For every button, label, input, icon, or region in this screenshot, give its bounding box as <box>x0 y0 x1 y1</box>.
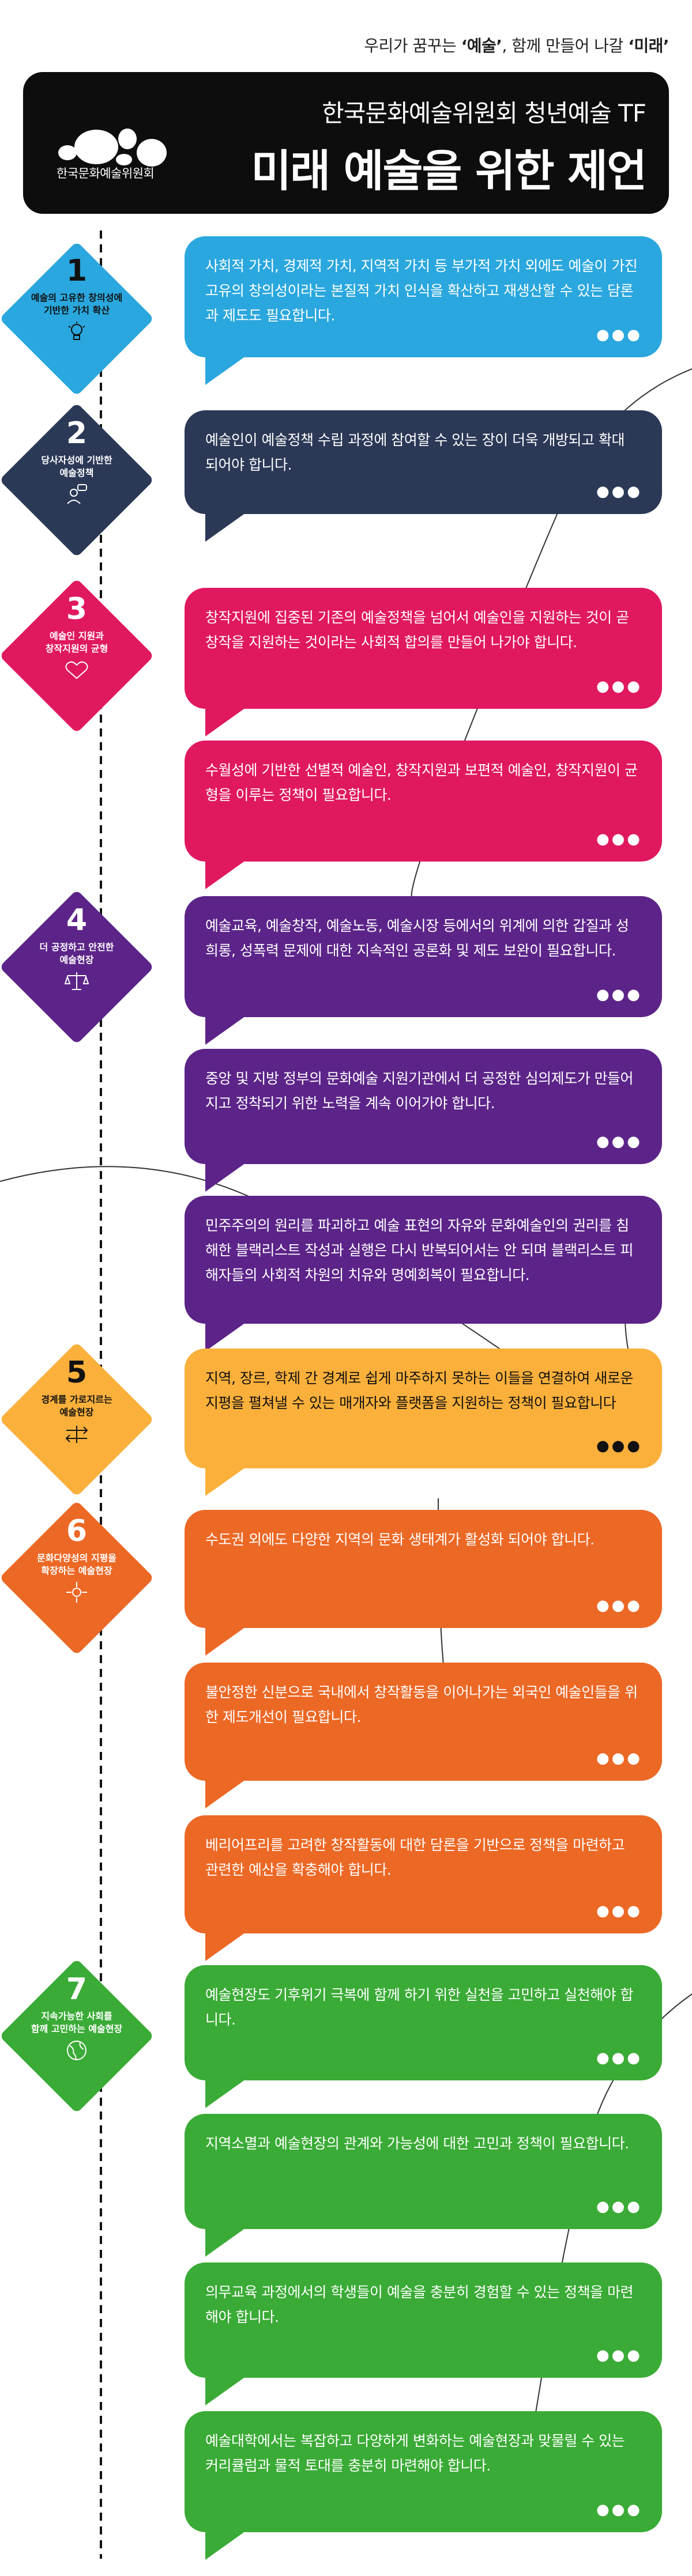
proposal-text: 사회적 가치, 경제적 가치, 지역적 가치 등 부가적 가치 외에도 예술이 … <box>205 258 638 324</box>
more-dots-icon: ●●● <box>596 2347 642 2364</box>
handshake-heart-icon <box>5 659 149 687</box>
proposal-text: 창작지원에 집중된 기존의 예술정책을 넘어서 예술인을 지원하는 것이 곧 창… <box>205 609 629 651</box>
bubble-tail <box>205 356 246 385</box>
bubble-tail <box>205 2079 246 2108</box>
scale-icon <box>5 970 149 998</box>
page-title: 미래 예술을 위한 제언 <box>251 145 647 197</box>
more-dots-icon: ●●● <box>596 1902 642 1920</box>
bubble-tail <box>205 1323 246 1351</box>
proposal-bubble: 지역소멸과 예술현장의 관계와 가능성에 대한 고민과 정책이 필요합니다. ●… <box>185 2114 662 2257</box>
proposal-bubble: 지역, 장르, 학제 간 경계로 쉽게 마주하지 못하는 이들을 연결하여 새로… <box>185 1349 662 1496</box>
proposal-text: 민주주의의 원리를 파괴하고 예술 표현의 자유와 문화예술인의 권리를 침해한… <box>205 1217 634 1283</box>
more-dots-icon: ●●● <box>596 2049 642 2067</box>
section-number: 6 <box>66 1514 88 1548</box>
bubble-tail <box>205 1016 246 1045</box>
diversity-hands-icon <box>5 1581 149 1609</box>
more-dots-icon: ●●● <box>596 326 642 343</box>
proposal-text: 예술교육, 예술창작, 예술노동, 예술시장 등에서의 위계에 의한 갑질과 성… <box>205 917 629 959</box>
proposal-bubble: 예술교육, 예술창작, 예술노동, 예술시장 등에서의 위계에 의한 갑질과 성… <box>185 896 662 1045</box>
proposal-text: 예술대학에서는 복잡하고 다양하게 변화하는 예술현장과 맞물릴 수 있는 커리… <box>205 2433 625 2474</box>
more-dots-icon: ●●● <box>596 678 642 695</box>
header-banner: 한국문화예술위원회 한국문화예술위원회 청년예술 TF 미래 예술을 위한 제언 <box>23 72 669 214</box>
more-dots-icon: ●●● <box>596 830 642 848</box>
bubble-tail <box>205 1627 246 1656</box>
more-dots-icon: ●●● <box>596 483 642 500</box>
header-subtitle: 한국문화예술위원회 청년예술 TF <box>322 99 646 127</box>
proposal-bubble: 예술대학에서는 복잡하고 다양하게 변화하는 예술현장과 맞물릴 수 있는 커리… <box>185 2411 662 2560</box>
proposal-bubble: 민주주의의 원리를 파괴하고 예술 표현의 자유와 문화예술인의 권리를 침해한… <box>185 1196 662 1351</box>
more-dots-icon: ●●● <box>596 1133 642 1150</box>
proposal-bubble: 창작지원에 집중된 기존의 예술정책을 넘어서 예술인을 지원하는 것이 곧 창… <box>185 588 662 736</box>
more-dots-icon: ●●● <box>596 1597 642 1614</box>
tagline-text: , 함께 만들어 나갈 <box>502 36 629 55</box>
bubble-tail <box>205 2228 246 2257</box>
section-number: 5 <box>66 1355 88 1390</box>
bubble-tail <box>205 1163 246 1192</box>
lightbulb-icon <box>5 320 149 349</box>
proposal-bubble: 중앙 및 지방 정부의 문화예술 지원기관에서 더 공정한 심의제도가 만들어지… <box>185 1049 662 1192</box>
globe-icon <box>5 2039 149 2067</box>
proposal-text: 지역소멸과 예술현장의 관계와 가능성에 대한 고민과 정책이 필요합니다. <box>205 2135 629 2152</box>
more-dots-icon: ●●● <box>596 986 642 1003</box>
more-dots-icon: ●●● <box>596 1437 642 1455</box>
bubble-tail <box>205 1780 246 1808</box>
proposal-bubble: 의무교육 과정에서의 학생들이 예술을 충분히 경험할 수 있는 정책을 마련해… <box>185 2263 662 2405</box>
crossing-arrows-icon <box>5 1422 149 1451</box>
section-number: 4 <box>66 903 88 938</box>
proposal-text: 베리어프리를 고려한 창작활동에 대한 담론을 기반으로 정책을 마련하고 관련… <box>205 1837 625 1878</box>
proposal-bubble: 예술현장도 기후위기 극복에 함께 하기 위한 실천을 고민하고 실천해야 합니… <box>185 1965 662 2108</box>
proposal-text: 지역, 장르, 학제 간 경계로 쉽게 마주하지 못하는 이들을 연결하여 새로… <box>205 1370 633 1411</box>
bubble-tail <box>205 1467 246 1496</box>
more-dots-icon: ●●● <box>596 2501 642 2518</box>
proposal-bubble: 수월성에 기반한 선별적 예술인, 창작지원과 보편적 예술인, 창작지원이 균… <box>185 741 662 889</box>
proposal-bubble: 불안정한 신분으로 국내에서 창작활동을 이어나가는 외국인 예술인들을 위한 … <box>185 1663 662 1808</box>
more-dots-icon: ●●● <box>596 2198 642 2215</box>
proposal-text: 예술현장도 기후위기 극복에 함께 하기 위한 실천을 고민하고 실천해야 합니… <box>205 1986 634 2028</box>
tagline-text: 우리가 꿈꾸는 <box>364 36 461 55</box>
section-number: 7 <box>66 1972 88 2007</box>
tagline-strong: ‘예술’ <box>461 36 502 55</box>
person-speech-icon <box>5 483 149 511</box>
proposal-text: 수월성에 기반한 선별적 예술인, 창작지원과 보편적 예술인, 창작지원이 균… <box>205 762 638 803</box>
more-dots-icon: ●●● <box>596 1750 642 1767</box>
proposal-bubble: 예술인이 예술정책 수립 과정에 참여할 수 있는 장이 더욱 개방되고 확대 … <box>185 410 662 542</box>
bubble-tail <box>205 513 246 542</box>
proposal-bubble: 베리어프리를 고려한 창작활동에 대한 담론을 기반으로 정책을 마련하고 관련… <box>185 1815 662 1961</box>
tagline: 우리가 꿈꾸는 ‘예술’, 함께 만들어 나갈 ‘미래’ <box>265 33 669 56</box>
proposal-text: 수도권 외에도 다양한 지역의 문화 생태계가 활성화 되어야 합니다. <box>205 1531 595 1548</box>
section-number: 3 <box>66 592 88 626</box>
proposal-bubble: 사회적 가치, 경제적 가치, 지역적 가치 등 부가적 가치 외에도 예술이 … <box>185 236 662 385</box>
logo-text: 한국문화예술위원회 <box>57 167 155 180</box>
section-number: 2 <box>66 416 88 451</box>
proposal-text: 의무교육 과정에서의 학생들이 예술을 충분히 경험할 수 있는 정책을 마련해… <box>205 2284 634 2325</box>
tagline-strong: ‘미래’ <box>628 36 669 55</box>
bubble-tail <box>205 2531 246 2560</box>
section-number: 1 <box>66 254 88 288</box>
bubble-tail <box>205 860 246 889</box>
proposal-text: 예술인이 예술정책 수립 과정에 참여할 수 있는 장이 더욱 개방되고 확대 … <box>205 432 625 473</box>
bubble-tail <box>205 1932 246 1961</box>
proposal-text: 중앙 및 지방 정부의 문화예술 지원기관에서 더 공정한 심의제도가 만들어지… <box>205 1070 634 1112</box>
proposal-bubble: 수도권 외에도 다양한 지역의 문화 생태계가 활성화 되어야 합니다. ●●● <box>185 1510 662 1656</box>
bubble-tail <box>205 2377 246 2405</box>
logo-icon <box>58 129 167 167</box>
proposal-text: 불안정한 신분으로 국내에서 창작활동을 이어나가는 외국인 예술인들을 위한 … <box>205 1684 638 1725</box>
bubble-tail <box>205 708 246 736</box>
